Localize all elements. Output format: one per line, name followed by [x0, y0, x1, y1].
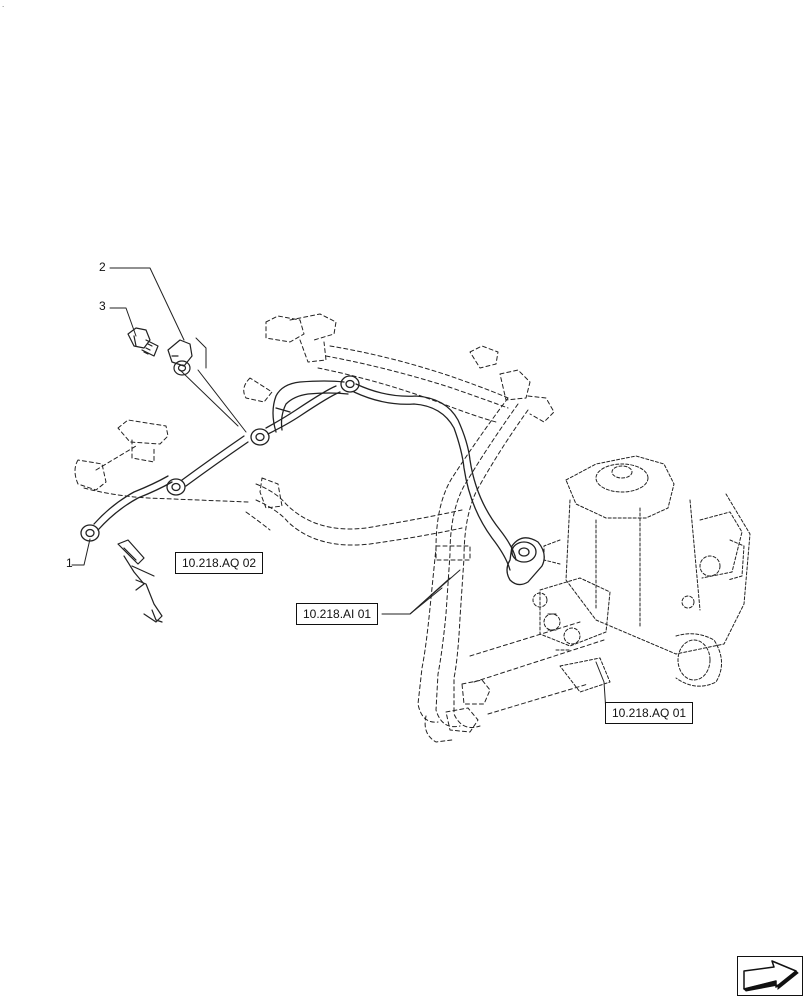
leak-off-pipe	[93, 380, 517, 571]
leader-lines	[71, 267, 607, 713]
callout-number-3: 3	[99, 299, 106, 313]
next-page-button[interactable]	[737, 956, 803, 996]
injector	[117, 539, 163, 623]
ref-link-injector[interactable]: 10.218.AQ 02	[175, 552, 264, 574]
ref-link-pipes[interactable]: 10.218.AI 01	[296, 603, 379, 625]
callout-number-1: 1	[66, 556, 73, 570]
banjo-bolt	[127, 327, 159, 357]
corner-mark: .	[2, 0, 5, 9]
sealing-washer	[167, 339, 193, 376]
injection-pipes-phantom	[74, 313, 605, 743]
banjo-fittings	[80, 375, 545, 586]
injection-pump-phantom	[532, 455, 751, 693]
ref-link-pump[interactable]: 10.218.AQ 01	[605, 702, 694, 724]
next-page-arrow-icon	[743, 960, 799, 992]
callout-number-2: 2	[99, 260, 106, 274]
